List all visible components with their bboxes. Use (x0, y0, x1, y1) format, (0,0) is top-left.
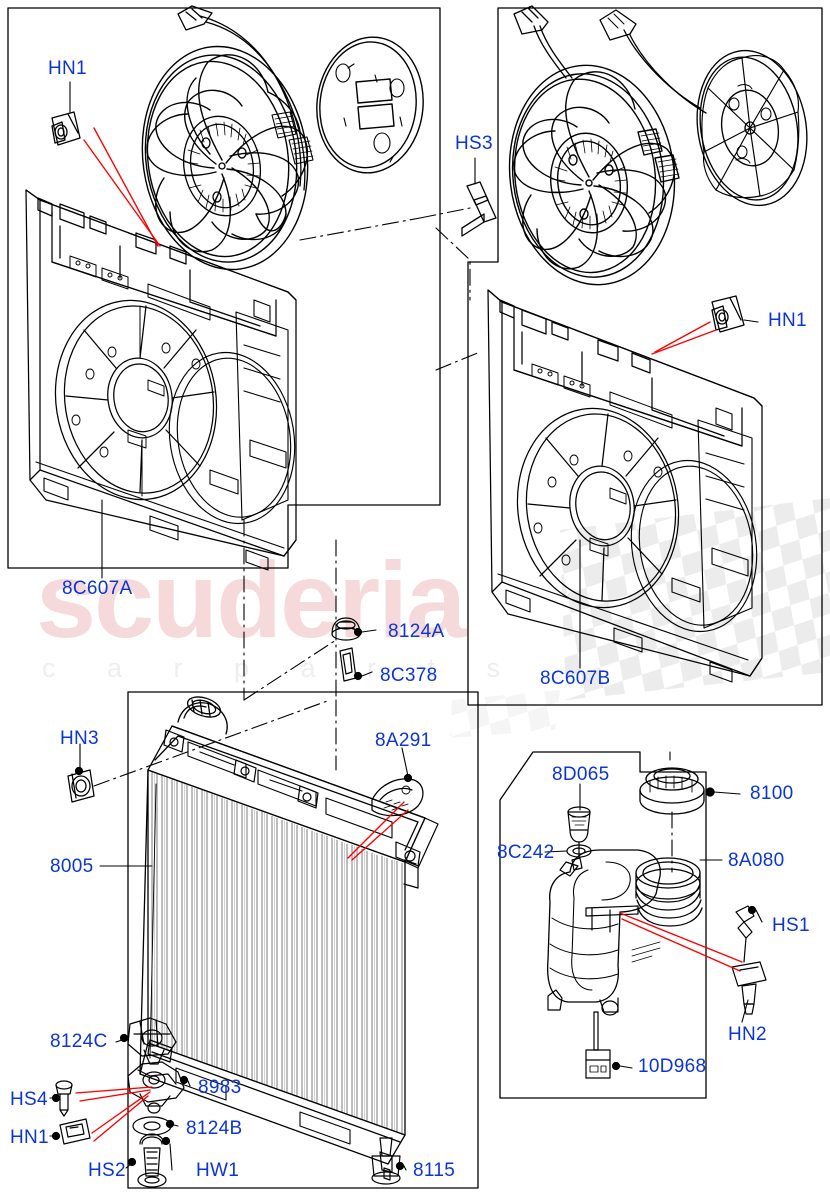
part-hn1-right (711, 295, 745, 333)
panel-tank-outline (499, 751, 707, 1099)
fan-left-hub (182, 115, 262, 217)
part-hs3-bolt (461, 181, 497, 237)
label-8c242[interactable]: 8C242 (497, 842, 555, 863)
label-hs2[interactable]: HS2 (88, 1160, 126, 1181)
label-hw1[interactable]: HW1 (196, 1160, 240, 1181)
part-8124a (331, 617, 363, 641)
label-8983[interactable]: 8983 (198, 1077, 242, 1098)
label-hs4[interactable]: HS4 (10, 1089, 48, 1110)
fan-cover-disk (316, 36, 424, 174)
label-hn1-right[interactable]: HN1 (768, 310, 807, 331)
part-hn1-bottom (51, 1118, 91, 1145)
fan-right-harness (513, 5, 573, 79)
part-10d968 (585, 1011, 621, 1079)
leader-lines-black (49, 81, 763, 1171)
label-hn3[interactable]: HN3 (60, 728, 99, 749)
watermark-tagline: c a r p a r t s (42, 653, 523, 683)
part-8c378 (339, 647, 363, 682)
radiator-assembly (139, 696, 439, 1181)
part-8d065 (567, 806, 591, 857)
label-8d065[interactable]: 8D065 (552, 764, 610, 785)
part-hw1 (139, 1133, 171, 1146)
part-8115 (371, 1137, 405, 1185)
fan-shroud-left (25, 189, 297, 571)
part-hn1-top (51, 111, 81, 146)
fan-left-harness (177, 5, 306, 191)
label-8115[interactable]: 8115 (413, 1160, 456, 1181)
part-8124b (132, 1116, 175, 1136)
fan-shroud-right (487, 289, 763, 683)
label-8124c[interactable]: 8124C (50, 1031, 108, 1052)
fan-right-front (508, 64, 680, 286)
label-8a080[interactable]: 8A080 (728, 850, 785, 871)
label-8005[interactable]: 8005 (50, 856, 94, 877)
part-8100-cap (639, 767, 715, 815)
assembly-axis-lines (93, 207, 673, 873)
label-8a291[interactable]: 8A291 (375, 730, 432, 751)
part-hs1 (735, 905, 757, 963)
label-8c607a[interactable]: 8C607A (62, 578, 133, 599)
panel-fan-left-outline (7, 7, 441, 569)
expansion-tank (546, 849, 703, 1016)
panel-fan-right-outline (467, 7, 823, 706)
leader-lines-red (75, 127, 743, 1142)
label-8100[interactable]: 8100 (750, 783, 794, 804)
fan-right-rear (599, 9, 808, 207)
label-10d968[interactable]: 10D968 (638, 1056, 707, 1077)
label-hs1[interactable]: HS1 (772, 915, 810, 936)
label-8124b[interactable]: 8124B (186, 1118, 243, 1139)
part-8124c (119, 1017, 177, 1065)
watermark-brand: scuderia (36, 539, 466, 660)
label-hn1-bottom[interactable]: HN1 (10, 1127, 49, 1148)
label-hn1-top-left[interactable]: HN1 (48, 58, 87, 79)
label-8124a[interactable]: 8124A (388, 621, 445, 642)
panel-radiator-outline (127, 691, 479, 1189)
part-hn3 (67, 766, 95, 803)
label-8c607b[interactable]: 8C607B (540, 668, 611, 689)
label-hs3[interactable]: HS3 (455, 133, 493, 154)
label-hn2[interactable]: HN2 (728, 1024, 767, 1045)
label-8c378[interactable]: 8C378 (380, 665, 438, 686)
